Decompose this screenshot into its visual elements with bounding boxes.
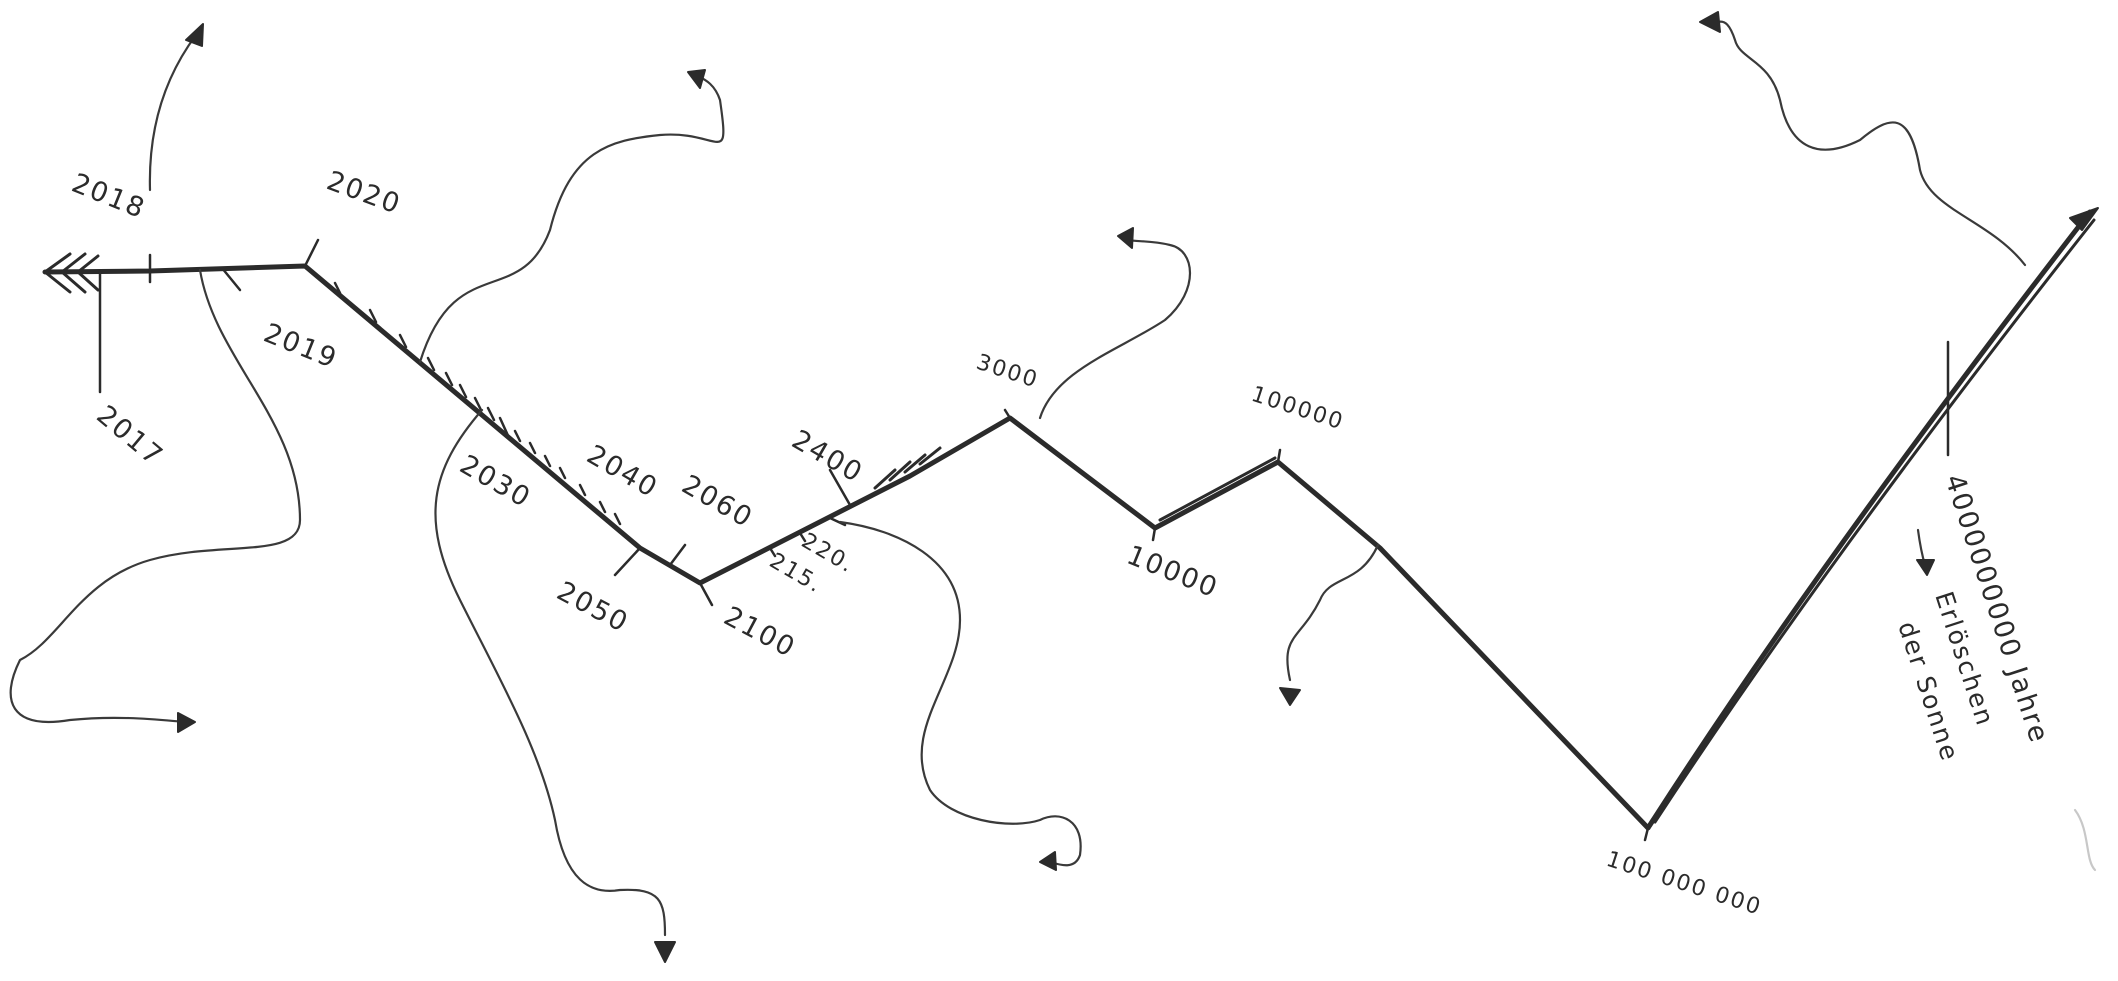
edge-mark — [2073, 808, 2097, 872]
label-2018: 2018 — [67, 168, 150, 225]
branch-3000-up — [1038, 238, 1191, 420]
label-2017: 2017 — [91, 400, 170, 473]
branch-arrows — [9, 11, 2027, 963]
label-2060: 2060 — [677, 469, 759, 534]
label-2020: 2020 — [323, 165, 406, 220]
timeline-end-arrowhead — [2069, 207, 2099, 231]
branch-3000-up-arrowhead — [1117, 227, 1134, 249]
timeline-rise-stroke — [1653, 218, 2096, 824]
label-100000000: 100 000 000 — [1603, 847, 1765, 921]
branch-final-up-arrowhead — [1699, 11, 1721, 33]
branch-2018 — [148, 33, 198, 192]
label-100000: 100000 — [1248, 382, 1347, 435]
label-10000: 10000 — [1122, 540, 1223, 605]
timeline-peak-stroke — [1158, 456, 1277, 522]
timeline-ticks — [98, 238, 1950, 842]
branch-100000-down-arrowhead — [1279, 687, 1301, 706]
branch-2150-down-arrowhead — [1039, 851, 1057, 871]
timeline-mid-feathers — [873, 446, 942, 490]
branch-2150-down — [838, 520, 1082, 867]
branch-2030-down — [434, 408, 667, 937]
branch-2020s-up-arrowhead — [687, 69, 706, 89]
erloeschen-pointer-arrowhead — [1916, 559, 1935, 576]
timeline-labels: 2017 2018 2019 2020 2030 2040 2050 2060 … — [67, 165, 2054, 920]
label-2400: 2400 — [787, 424, 869, 489]
label-3000: 3000 — [973, 350, 1042, 394]
branch-2019-arrowhead — [177, 712, 196, 733]
branch-2020s-up — [418, 74, 725, 364]
label-2100: 2100 — [719, 601, 801, 664]
branch-100000-down — [1286, 543, 1380, 682]
timeline-main-line — [42, 209, 2093, 831]
label-2019: 2019 — [259, 318, 342, 375]
label-2030: 2030 — [455, 449, 537, 514]
timeline-tail-feathers — [43, 252, 100, 294]
branch-2030-down-arrowhead — [654, 941, 676, 963]
branch-2018-arrowhead — [185, 23, 204, 47]
branch-2019 — [9, 268, 302, 724]
label-2040: 2040 — [582, 439, 664, 504]
label-2050: 2050 — [552, 576, 634, 639]
branch-final-up — [1716, 20, 2027, 267]
